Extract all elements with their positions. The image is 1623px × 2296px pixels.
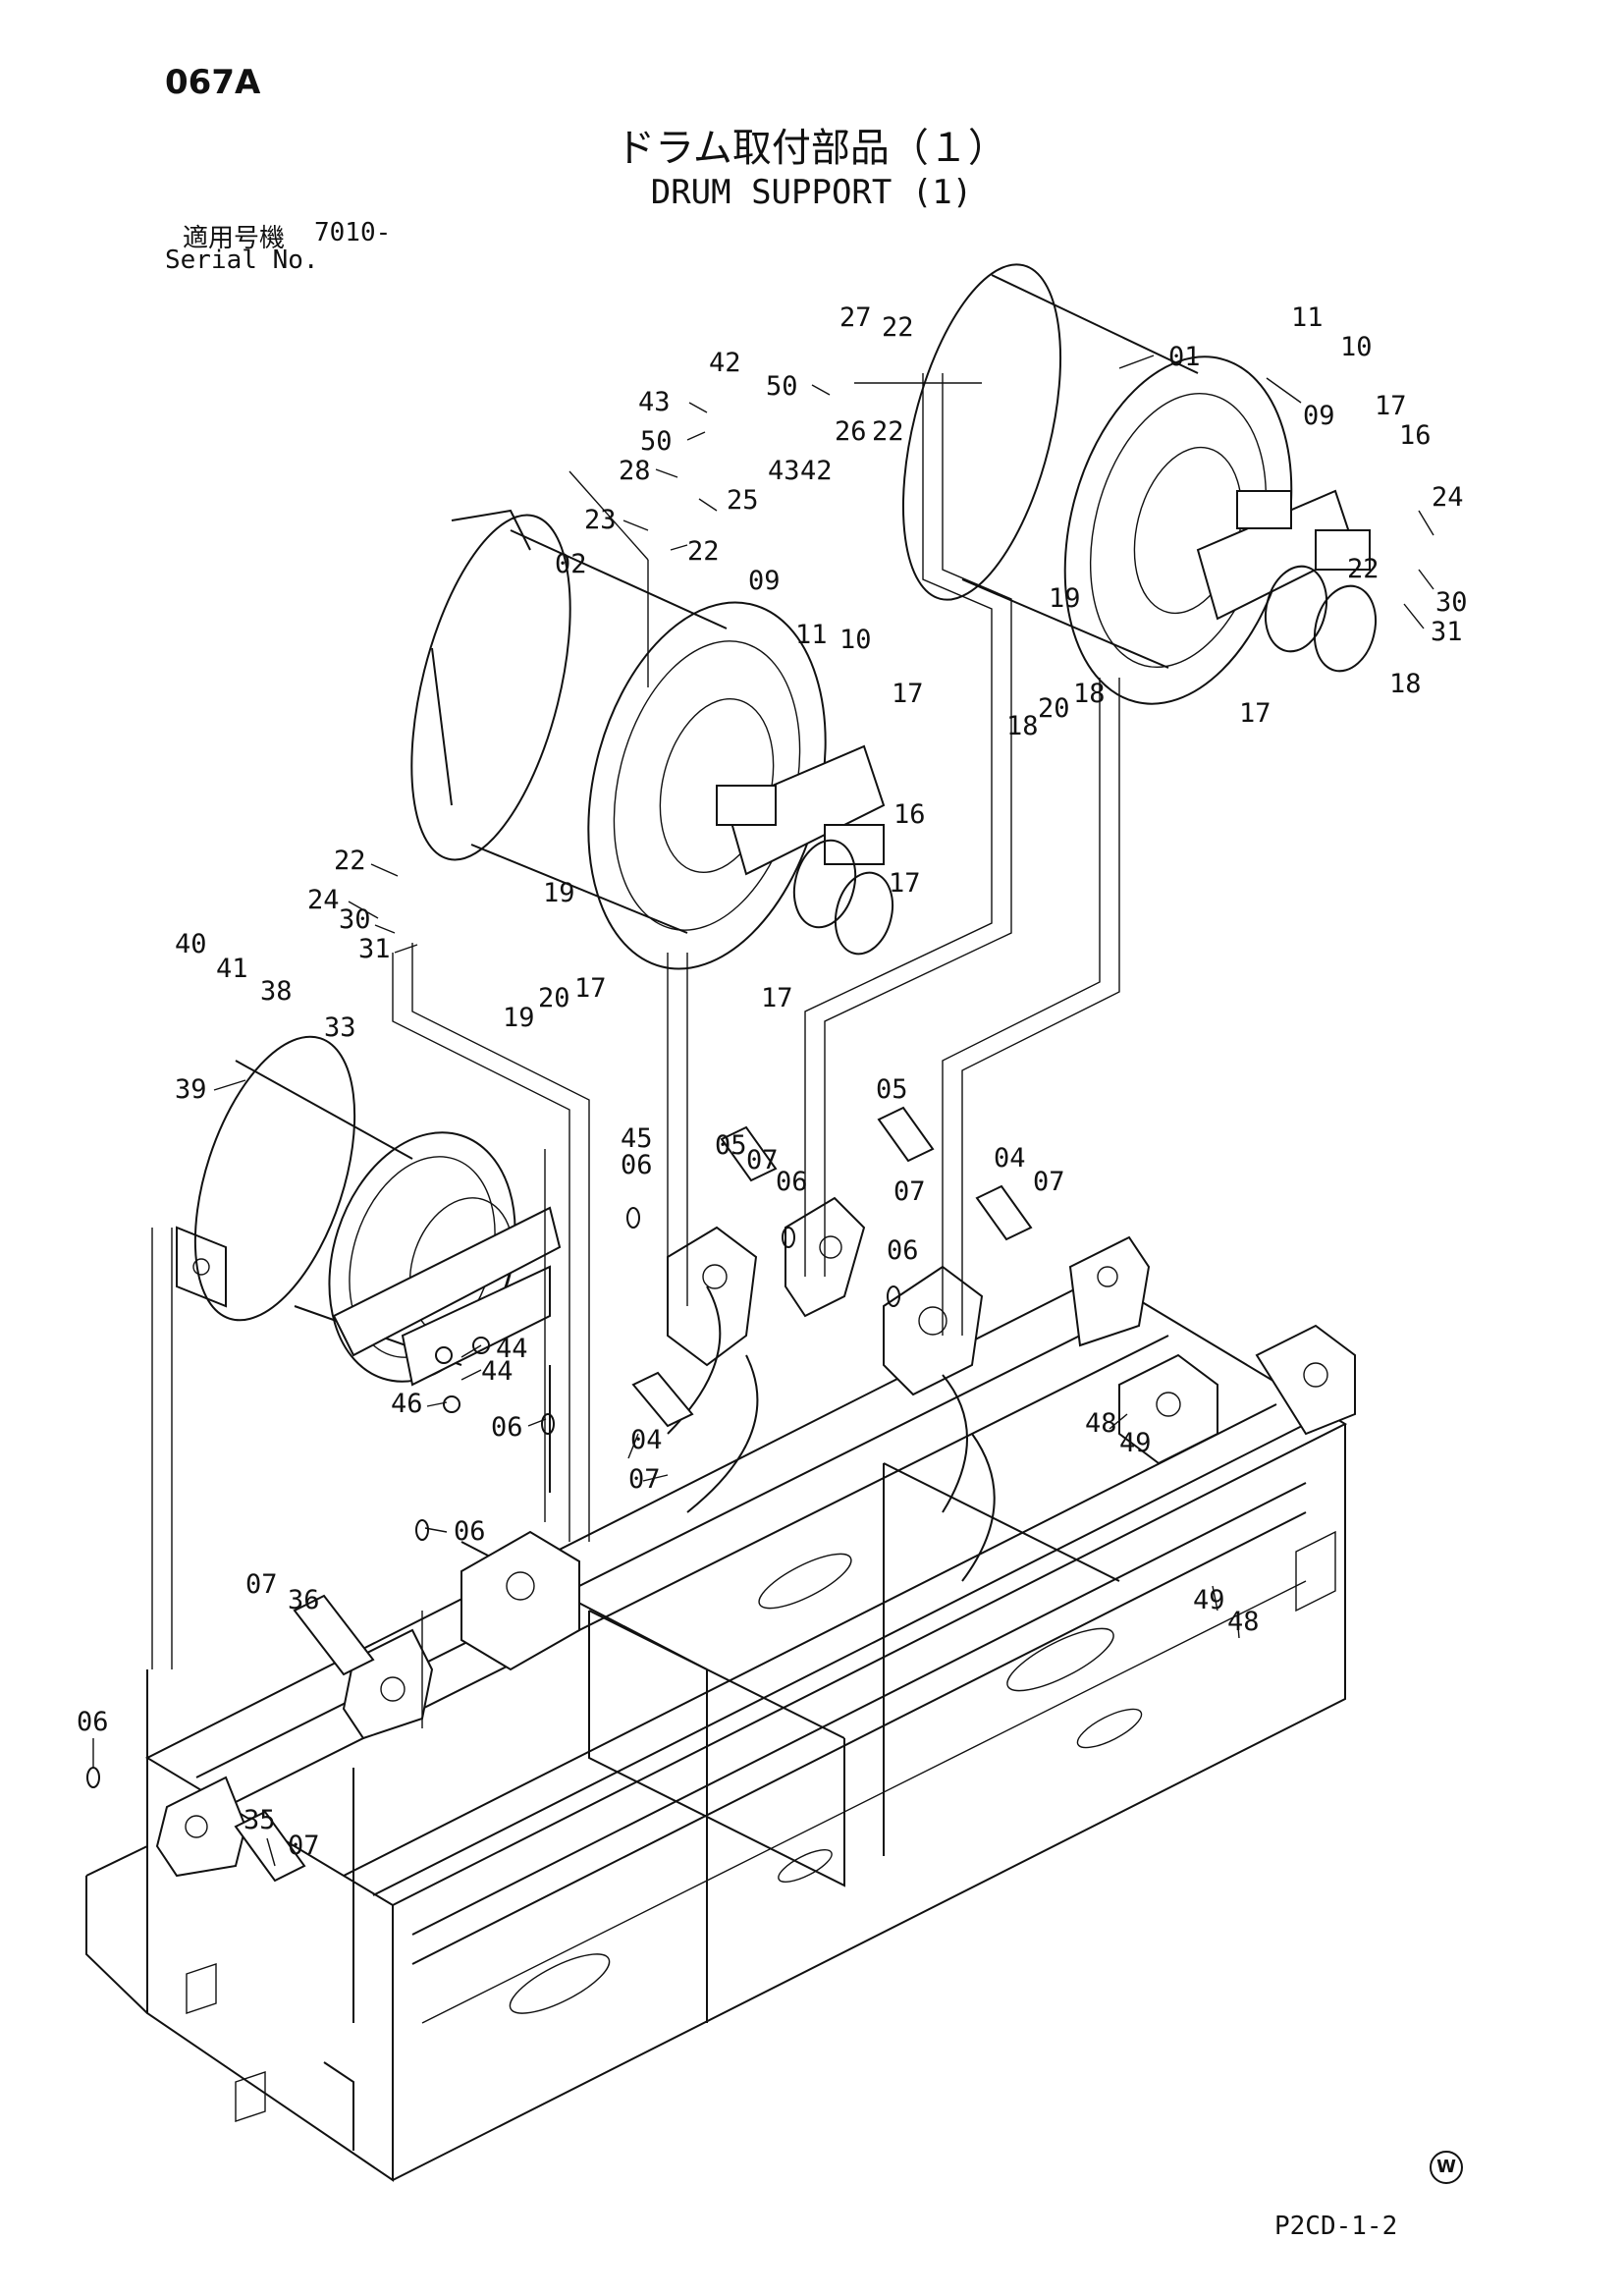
part-label: 10 <box>839 625 872 655</box>
leader-lines <box>92 355 1434 1867</box>
part-label: 18 <box>1006 711 1039 741</box>
serial-label-english: Serial No. <box>165 246 319 275</box>
part-label: 17 <box>892 679 924 709</box>
part-label: 19 <box>503 1003 535 1033</box>
part-label: 41 <box>216 954 248 984</box>
part-label: 40 <box>175 929 207 959</box>
part-label: 46 <box>391 1389 423 1419</box>
part-label: 39 <box>175 1074 207 1105</box>
part-label: 43 <box>768 456 800 486</box>
part-label: 44 <box>496 1334 528 1364</box>
part-label: 18 <box>1389 669 1422 699</box>
part-label: 07 <box>628 1464 661 1495</box>
part-label: 22 <box>1347 554 1380 584</box>
part-label: 30 <box>339 904 371 935</box>
part-label: 31 <box>1431 617 1463 647</box>
part-label: 17 <box>1239 698 1271 729</box>
part-label: 07 <box>245 1569 278 1600</box>
part-labels: 27 22 11 10 01 42 43 50 26 22 09 17 16 5… <box>77 302 1468 1861</box>
part-label: 22 <box>872 416 904 447</box>
drum-02-drawing <box>410 509 894 970</box>
part-label: 22 <box>687 536 720 567</box>
part-label: 07 <box>746 1145 779 1175</box>
part-label: 01 <box>1168 342 1201 372</box>
part-label: 09 <box>1303 401 1335 431</box>
part-label: 06 <box>887 1235 919 1266</box>
part-label: 26 <box>835 416 867 447</box>
drum-33-drawing <box>176 1035 562 1387</box>
part-label: 48 <box>1085 1408 1117 1439</box>
part-label: 05 <box>715 1130 747 1161</box>
part-label: 18 <box>1073 679 1106 709</box>
page-code: 067A <box>165 63 261 102</box>
serial-number-value: 7010- <box>314 218 392 247</box>
part-label: 49 <box>1193 1585 1225 1615</box>
part-label: 17 <box>761 983 793 1013</box>
part-label: 42 <box>709 348 741 378</box>
revision-mark: W <box>1430 2151 1463 2184</box>
part-label: 07 <box>893 1176 926 1207</box>
part-label: 24 <box>307 885 340 915</box>
part-label: 22 <box>882 312 914 343</box>
part-label: 16 <box>1399 420 1432 451</box>
part-label: 06 <box>454 1516 486 1547</box>
part-label: 24 <box>1432 482 1464 513</box>
part-label: 11 <box>795 620 828 650</box>
drum-01-drawing <box>901 263 1377 705</box>
part-label: 42 <box>800 456 833 486</box>
page-title-japanese: ドラム取付部品（１） <box>616 126 1007 171</box>
part-label: 19 <box>543 878 575 908</box>
part-label: 07 <box>288 1831 320 1861</box>
part-label: 33 <box>324 1012 356 1043</box>
part-label: 38 <box>260 976 293 1007</box>
frame-drawing <box>85 1196 1356 2182</box>
part-label: 04 <box>994 1143 1026 1174</box>
part-label: 17 <box>889 868 921 899</box>
part-label: 28 <box>619 456 651 486</box>
part-label: 09 <box>748 566 781 596</box>
part-label: 16 <box>893 799 926 830</box>
part-label: 30 <box>1435 587 1468 618</box>
pin-parts-drawing <box>86 1106 1033 1883</box>
part-label: 19 <box>1049 583 1081 614</box>
part-label: 06 <box>77 1707 109 1737</box>
part-label: 35 <box>243 1805 276 1835</box>
part-label: 05 <box>876 1074 908 1105</box>
part-label: 11 <box>1291 302 1324 333</box>
part-label: 44 <box>481 1356 514 1387</box>
page-title-english: DRUM SUPPORT (1) <box>650 173 973 212</box>
page-reference: P2CD-1-2 <box>1274 2212 1398 2241</box>
part-label: 43 <box>638 387 671 417</box>
part-label: 23 <box>584 505 617 535</box>
part-label: 50 <box>766 371 798 402</box>
serial-label-japanese: 適用号機 <box>183 224 286 253</box>
part-label: 50 <box>640 426 673 457</box>
part-label: 17 <box>1375 391 1407 421</box>
part-label: 06 <box>776 1167 808 1197</box>
part-label: 22 <box>334 846 366 876</box>
part-label: 25 <box>727 485 759 516</box>
part-label: 45 <box>621 1123 653 1154</box>
part-label: 02 <box>555 549 587 579</box>
part-label: 17 <box>574 973 607 1004</box>
part-label: 31 <box>358 934 391 964</box>
part-label: 48 <box>1227 1607 1260 1637</box>
part-label: 36 <box>288 1585 320 1615</box>
assembly-guide-lines <box>151 373 1120 1728</box>
part-label: 07 <box>1033 1167 1065 1197</box>
part-label: 27 <box>839 302 872 333</box>
part-label: 10 <box>1340 332 1373 362</box>
part-label: 20 <box>538 983 570 1013</box>
part-label: 06 <box>491 1412 523 1443</box>
part-label: 20 <box>1038 693 1070 724</box>
part-label: 49 <box>1119 1428 1152 1458</box>
part-label: 06 <box>621 1150 653 1180</box>
